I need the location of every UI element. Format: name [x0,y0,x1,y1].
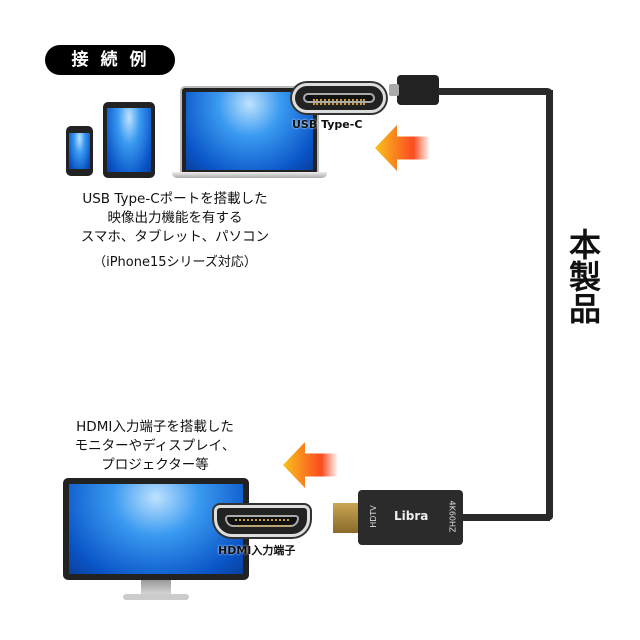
spec-text: 4K60HZ [447,500,457,533]
arrow-left-icon [283,442,338,488]
caption-line: モニターやディスプレイ、 [74,438,236,454]
caption-line: プロジェクター等 [101,457,209,473]
cable [546,90,553,520]
tablet-image [103,102,155,178]
usb-c-plug [397,75,439,105]
arrow-left-icon [375,125,430,171]
hdmi-label: HDMI入力端子 [218,544,296,557]
top-caption: USB Type-Cポートを搭載した 映像出力機能を有する スマホ、タブレット、… [20,190,330,272]
bottom-caption: HDMI入力端子を搭載した モニターやディスプレイ、 プロジェクター等 [40,418,270,475]
caption-line: 映像出力機能を有する [107,210,243,226]
caption-line: USB Type-Cポートを搭載した [82,191,268,207]
caption-line: スマホ、タブレット、パソコン [80,229,270,245]
connection-example-badge: 接続例 [45,45,175,75]
smartphone-image [66,126,93,176]
hdmi-plug: HDTV Libra 4K60HZ [333,490,463,545]
caption-line: HDMI入力端子を搭載した [76,419,234,435]
brand-logo: Libra [394,509,429,523]
caption-note: （iPhone15シリーズ対応） [93,255,257,270]
hdmi-port-icon [214,505,310,537]
hdtv-text: HDTV [368,505,378,528]
product-label: 本製品 [564,228,602,324]
cable [438,88,553,95]
usb-c-label: USB Type-C [292,118,363,131]
cable [460,514,550,521]
usb-c-port-icon [292,83,386,113]
